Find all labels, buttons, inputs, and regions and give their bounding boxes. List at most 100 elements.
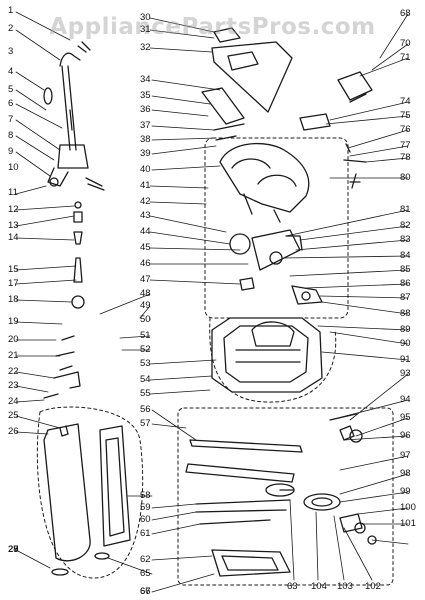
part-label-20: 20 <box>8 334 19 345</box>
part-label-74: 74 <box>400 96 411 107</box>
part-label-27: 27 <box>8 544 19 555</box>
part-label-96: 96 <box>400 430 411 441</box>
motor-internals <box>229 229 323 305</box>
part-label-70: 70 <box>400 38 411 49</box>
part-label-103: 103 <box>337 581 353 592</box>
part-label-90: 90 <box>400 338 411 349</box>
part-label-13: 13 <box>8 220 19 231</box>
part-label-68: 68 <box>400 8 411 19</box>
part-label-32: 32 <box>140 42 151 53</box>
part-label-52: 52 <box>140 344 151 355</box>
part-label-67: 67 <box>140 586 151 597</box>
part-label-83: 83 <box>400 234 411 245</box>
handle-assembly <box>43 41 105 399</box>
part-label-56: 56 <box>140 404 151 415</box>
part-label-1: 1 <box>8 5 14 16</box>
part-label-23: 23 <box>8 380 19 391</box>
part-label-102: 102 <box>365 581 381 592</box>
part-label-42: 42 <box>140 196 151 207</box>
part-label-76: 76 <box>400 124 411 135</box>
part-label-19: 19 <box>8 316 19 327</box>
part-label-89: 89 <box>400 324 411 335</box>
part-label-34: 34 <box>140 74 151 85</box>
part-label-39: 39 <box>140 148 151 159</box>
part-label-98: 98 <box>400 468 411 479</box>
part-label-63: 63 <box>287 581 298 592</box>
part-label-84: 84 <box>400 250 411 261</box>
part-label-54: 54 <box>140 374 151 385</box>
part-label-86: 86 <box>400 278 411 289</box>
part-label-104: 104 <box>311 581 327 592</box>
part-label-7: 7 <box>8 114 14 125</box>
part-label-81: 81 <box>400 204 411 215</box>
part-label-12: 12 <box>8 204 19 215</box>
part-label-60: 60 <box>140 514 151 525</box>
part-label-71: 71 <box>400 52 411 63</box>
part-label-25: 25 <box>8 410 19 421</box>
part-label-22: 22 <box>8 366 19 377</box>
leader-lines <box>15 11 409 593</box>
part-label-5: 5 <box>8 84 14 95</box>
part-label-62: 62 <box>140 554 151 565</box>
part-label-29: 29 <box>8 544 19 555</box>
part-label-61: 61 <box>140 528 151 539</box>
part-label-58: 58 <box>140 490 151 501</box>
part-label-43: 43 <box>140 210 151 221</box>
part-label-28: 28 <box>8 544 19 555</box>
part-label-38: 38 <box>140 134 151 145</box>
bag-group-outline <box>36 406 144 579</box>
part-label-37: 37 <box>140 120 151 131</box>
hood-cover <box>201 27 293 141</box>
part-label-14: 14 <box>8 232 19 243</box>
part-label-31: 31 <box>140 24 151 35</box>
part-label-40: 40 <box>140 164 151 175</box>
part-label-53: 53 <box>140 358 151 369</box>
part-label-82: 82 <box>400 220 411 231</box>
part-label-21: 21 <box>8 350 19 361</box>
part-label-77: 77 <box>400 140 411 151</box>
part-label-88: 88 <box>400 308 411 319</box>
part-label-26: 26 <box>8 426 19 437</box>
part-label-95: 95 <box>400 412 411 423</box>
part-label-11: 11 <box>8 187 18 198</box>
part-label-94: 94 <box>400 394 411 405</box>
part-label-85: 85 <box>400 264 411 275</box>
part-label-65: 65 <box>140 568 151 579</box>
part-label-4: 4 <box>8 66 14 77</box>
part-label-36: 36 <box>140 104 151 115</box>
part-label-15: 15 <box>8 264 19 275</box>
part-label-41: 41 <box>140 180 151 191</box>
part-label-9: 9 <box>8 146 14 157</box>
motor-group-outline <box>204 137 349 319</box>
part-label-48: 48 <box>140 288 151 299</box>
part-label-2: 2 <box>8 23 14 34</box>
part-label-101: 101 <box>400 518 416 529</box>
part-label-17: 17 <box>8 278 19 289</box>
part-label-97: 97 <box>400 450 411 461</box>
part-label-80: 80 <box>400 172 411 183</box>
part-label-47: 47 <box>140 274 151 285</box>
part-label-46: 46 <box>140 258 151 269</box>
part-label-35: 35 <box>140 90 151 101</box>
part-label-78: 78 <box>400 152 411 163</box>
part-label-55: 55 <box>140 388 151 399</box>
part-label-8: 8 <box>8 130 14 141</box>
small-parts-right <box>299 71 373 443</box>
bag-and-filter <box>43 423 131 576</box>
base-housing <box>211 317 323 393</box>
part-label-57: 57 <box>140 418 151 429</box>
fan-housing <box>219 142 310 223</box>
part-label-87: 87 <box>400 292 411 303</box>
part-label-50: 50 <box>140 314 151 325</box>
agitator-parts <box>185 439 377 577</box>
part-label-100: 100 <box>400 502 416 513</box>
part-label-24: 24 <box>8 396 19 407</box>
part-label-49: 49 <box>140 300 151 311</box>
part-label-18: 18 <box>8 294 19 305</box>
part-label-3: 3 <box>8 46 14 57</box>
part-label-66: 66 <box>140 586 151 597</box>
part-label-59: 59 <box>140 502 151 513</box>
part-label-75: 75 <box>400 110 411 121</box>
